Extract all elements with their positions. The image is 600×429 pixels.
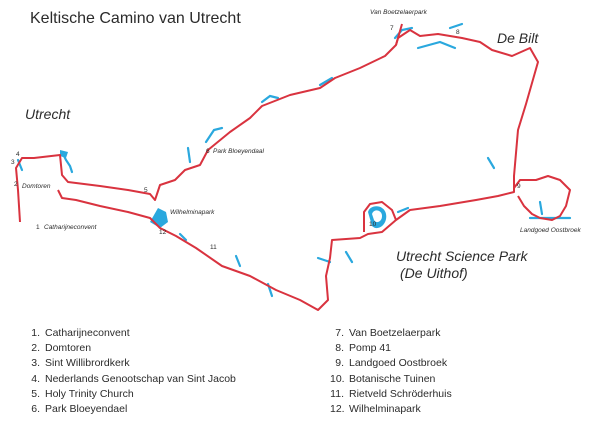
water-debilt xyxy=(416,40,457,50)
place-boetzelaerpark: Van Boetzelaerpark xyxy=(370,9,427,16)
route-boetzelaer-spur xyxy=(395,23,403,46)
water-bloeyendaal xyxy=(186,146,192,164)
pond-botanische-inner xyxy=(372,210,382,223)
map-title: Keltische Camino van Utrecht xyxy=(30,10,241,27)
route-oostbroek-loop xyxy=(513,175,571,221)
water-boetzelaer xyxy=(393,26,414,40)
legend-left: 1.Catharijneconvent 2.Domtoren 3.Sint Wi… xyxy=(26,326,236,417)
pond-utrecht xyxy=(60,150,68,158)
place-domtoren: Domtoren xyxy=(22,183,51,190)
water-oostbroek2 xyxy=(538,200,544,216)
water-debilt2 xyxy=(448,22,464,30)
legend-item: 10.Botanische Tuinen xyxy=(330,372,436,385)
legend-item: 12.Wilhelminapark xyxy=(330,403,421,416)
place-oostbroek: Landgoed Oostbroek xyxy=(520,227,581,234)
legend-item: 2.Domtoren xyxy=(31,342,92,355)
legend-item: 1.Catharijneconvent xyxy=(31,327,130,339)
camino-route xyxy=(15,29,539,311)
place-bloeyendaal: Park Bloeyendaal xyxy=(213,148,264,155)
marker-3: 3 xyxy=(11,159,15,166)
legend-item: 8.Pomp 41 xyxy=(335,342,392,355)
marker-1: 1 xyxy=(36,224,40,231)
legend-item: 11.Rietveld Schröderhuis xyxy=(330,387,452,400)
place-de-bilt: De Bilt xyxy=(497,30,539,46)
water-south5 xyxy=(344,250,354,264)
marker-2: 2 xyxy=(14,181,18,188)
legend-item: 6.Park Bloeyendael xyxy=(31,403,128,416)
legend-right: 7.Van Boetzelaerpark 8.Pomp 41 9.Landgoe… xyxy=(330,326,452,417)
legend-item: 7.Van Boetzelaerpark xyxy=(335,327,441,339)
route-science-loop xyxy=(363,201,397,232)
place-catharijneconvent: Catharijneconvent xyxy=(44,224,97,231)
marker-6: 6 xyxy=(206,148,210,155)
legend-item: 3.Sint Willibrordkerk xyxy=(31,357,130,370)
marker-7: 7 xyxy=(390,25,394,32)
water-south2 xyxy=(234,254,242,268)
pond-wilhelminapark xyxy=(150,208,168,228)
water-science xyxy=(396,206,410,214)
route-map xyxy=(15,22,572,311)
marker-5: 5 xyxy=(144,187,148,194)
water-north2 xyxy=(318,76,334,87)
marker-9: 9 xyxy=(517,183,521,190)
ponds xyxy=(60,150,387,229)
place-science-park: Utrecht Science Park xyxy=(396,248,528,264)
water-park xyxy=(204,126,224,144)
marker-4: 4 xyxy=(16,151,20,158)
water-features xyxy=(16,22,572,298)
place-uithof: (De Uithof) xyxy=(400,265,468,281)
marker-8: 8 xyxy=(456,29,460,36)
legend-item: 9.Landgoed Oostbroek xyxy=(335,357,448,370)
water-north xyxy=(260,94,280,104)
place-wilhelminapark: Wilhelminapark xyxy=(170,209,215,216)
marker-10: 10 xyxy=(369,221,377,228)
marker-11: 11 xyxy=(210,244,217,251)
water-south1 xyxy=(178,232,188,242)
water-south4 xyxy=(316,256,332,264)
legend-item: 5.Holy Trinity Church xyxy=(31,387,134,400)
place-utrecht: Utrecht xyxy=(25,106,71,122)
marker-12: 12 xyxy=(159,229,167,236)
legend-item: 4.Nederlands Genootschap van Sint Jacob xyxy=(31,372,236,385)
water-east xyxy=(486,156,496,170)
